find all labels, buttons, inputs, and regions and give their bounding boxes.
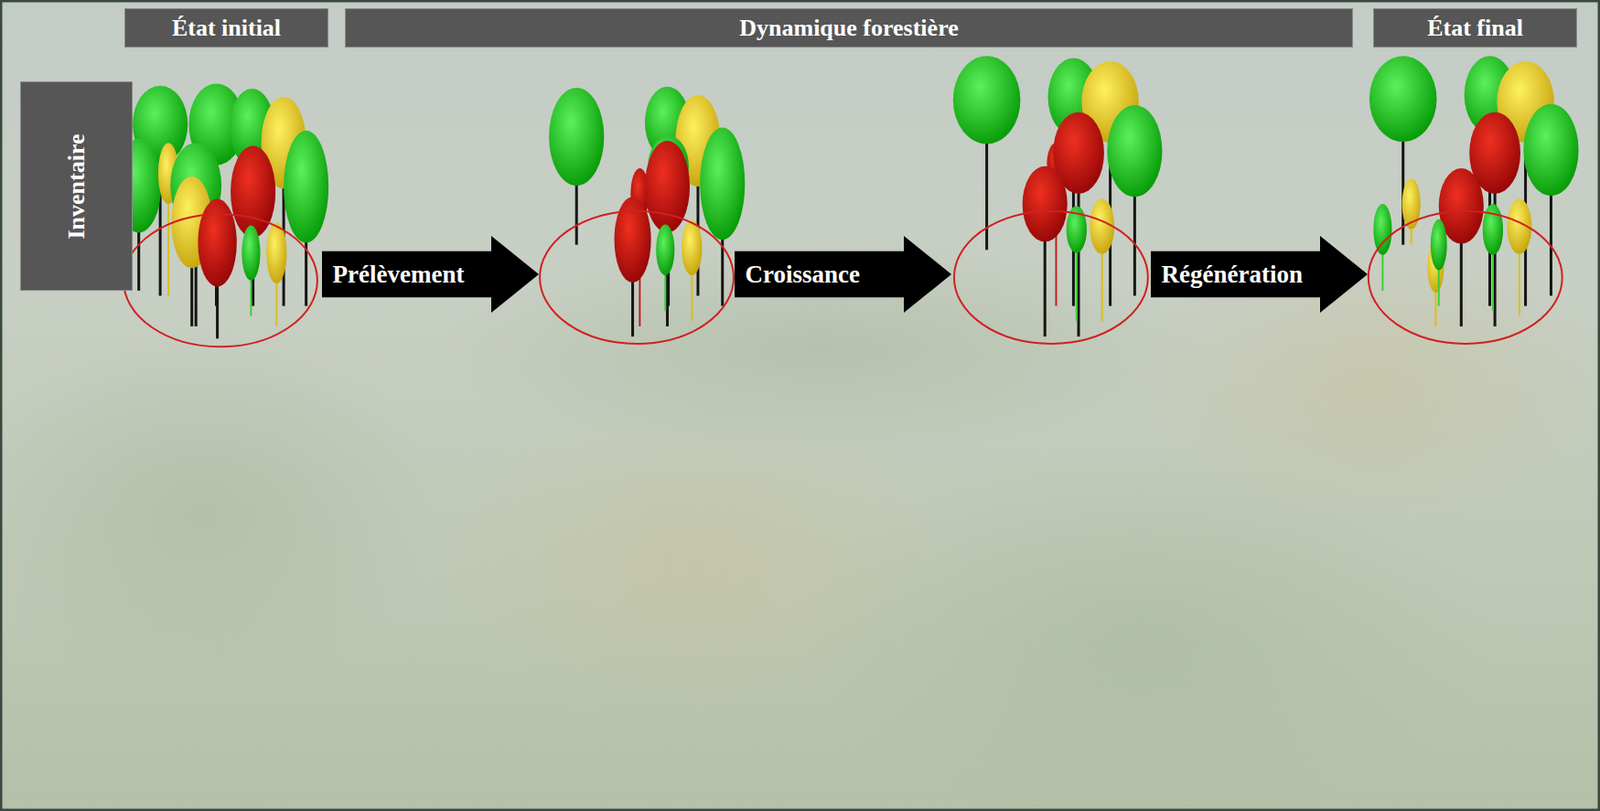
tree-crown bbox=[283, 130, 329, 244]
tree-crown bbox=[655, 224, 675, 276]
arrow-label: Prélèvement bbox=[332, 260, 465, 290]
tree-crown bbox=[1106, 105, 1162, 197]
tree-crown bbox=[1022, 166, 1068, 243]
tree-crown bbox=[548, 87, 604, 186]
arrow-body bbox=[1150, 236, 1368, 313]
tree-crown bbox=[241, 225, 260, 281]
arrow-label: Régénération bbox=[1161, 260, 1303, 290]
header-band: État initial bbox=[124, 8, 329, 48]
arrow-body bbox=[734, 236, 952, 313]
tree-crown bbox=[699, 127, 745, 240]
tree-crown bbox=[681, 220, 702, 276]
process-arrow: Croissance bbox=[734, 236, 952, 313]
tree-crown bbox=[1369, 55, 1438, 142]
header-band: État final bbox=[1373, 8, 1578, 48]
tree-crown bbox=[953, 55, 1021, 144]
foliage-blur bbox=[0, 329, 440, 696]
band-label: Inventaire bbox=[63, 133, 91, 239]
plot-circle bbox=[1368, 211, 1563, 344]
tree-crown bbox=[1373, 204, 1392, 256]
process-arrow: Régénération bbox=[1150, 236, 1368, 313]
process-arrow: Prélèvement bbox=[322, 236, 539, 313]
tree-crown bbox=[1523, 104, 1579, 196]
arrow-label: Croissance bbox=[745, 260, 861, 290]
plot-circle bbox=[123, 214, 318, 347]
tree-crown bbox=[266, 222, 287, 284]
tree-crown bbox=[1089, 199, 1115, 255]
tree-crown bbox=[230, 146, 276, 238]
band-label: Dynamique forestière bbox=[739, 14, 959, 43]
plot-circle bbox=[954, 211, 1149, 344]
band-label: État final bbox=[1427, 14, 1524, 43]
foliage-blur bbox=[439, 237, 1208, 458]
side-band: Inventaire bbox=[20, 81, 133, 291]
arrow-body bbox=[322, 236, 539, 313]
plot-circle bbox=[539, 211, 734, 344]
header-band: Dynamique forestière bbox=[344, 8, 1354, 48]
band-label: État initial bbox=[171, 14, 281, 43]
tree-crown bbox=[197, 199, 237, 288]
tree-crown bbox=[1430, 219, 1448, 271]
foliage-blur bbox=[1134, 237, 1600, 531]
tree-crown bbox=[613, 196, 651, 283]
